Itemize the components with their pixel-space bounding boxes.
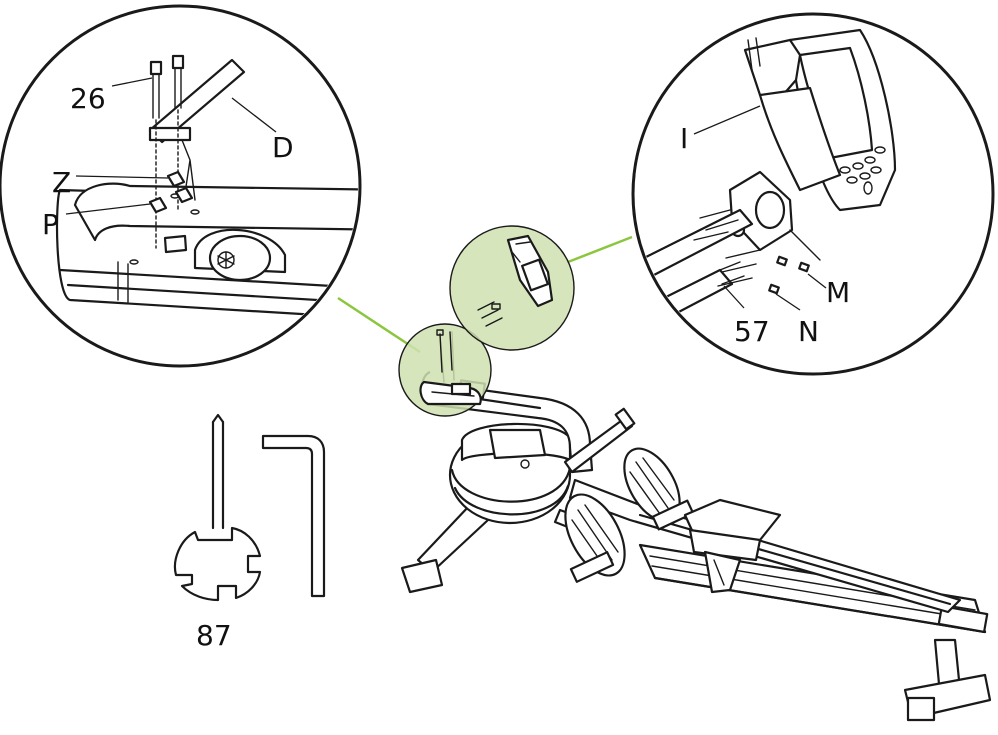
foot-plate-right <box>623 447 695 531</box>
label-z: Z <box>52 166 71 199</box>
rowing-machine <box>400 331 992 722</box>
label-26: 26 <box>70 82 106 115</box>
label-p: P <box>42 208 59 241</box>
label-n: N <box>798 315 819 348</box>
label-m: M <box>826 276 850 309</box>
right-zoom-callout: I M N 57 <box>631 12 995 376</box>
left-connector-line <box>337 296 421 354</box>
label-i: I <box>680 122 688 155</box>
hex-key-icon <box>261 434 326 598</box>
label-87: 87 <box>196 619 232 652</box>
spanner-wrench-icon <box>173 413 262 602</box>
label-57: 57 <box>734 315 770 348</box>
left-zoom-callout: 26 D Z P <box>0 4 362 368</box>
highlight-rail-mount <box>398 323 492 417</box>
foot-plate-left <box>564 493 626 583</box>
label-d: D <box>272 131 294 164</box>
highlight-console-mount <box>449 225 575 351</box>
right-connector-line <box>567 235 633 264</box>
